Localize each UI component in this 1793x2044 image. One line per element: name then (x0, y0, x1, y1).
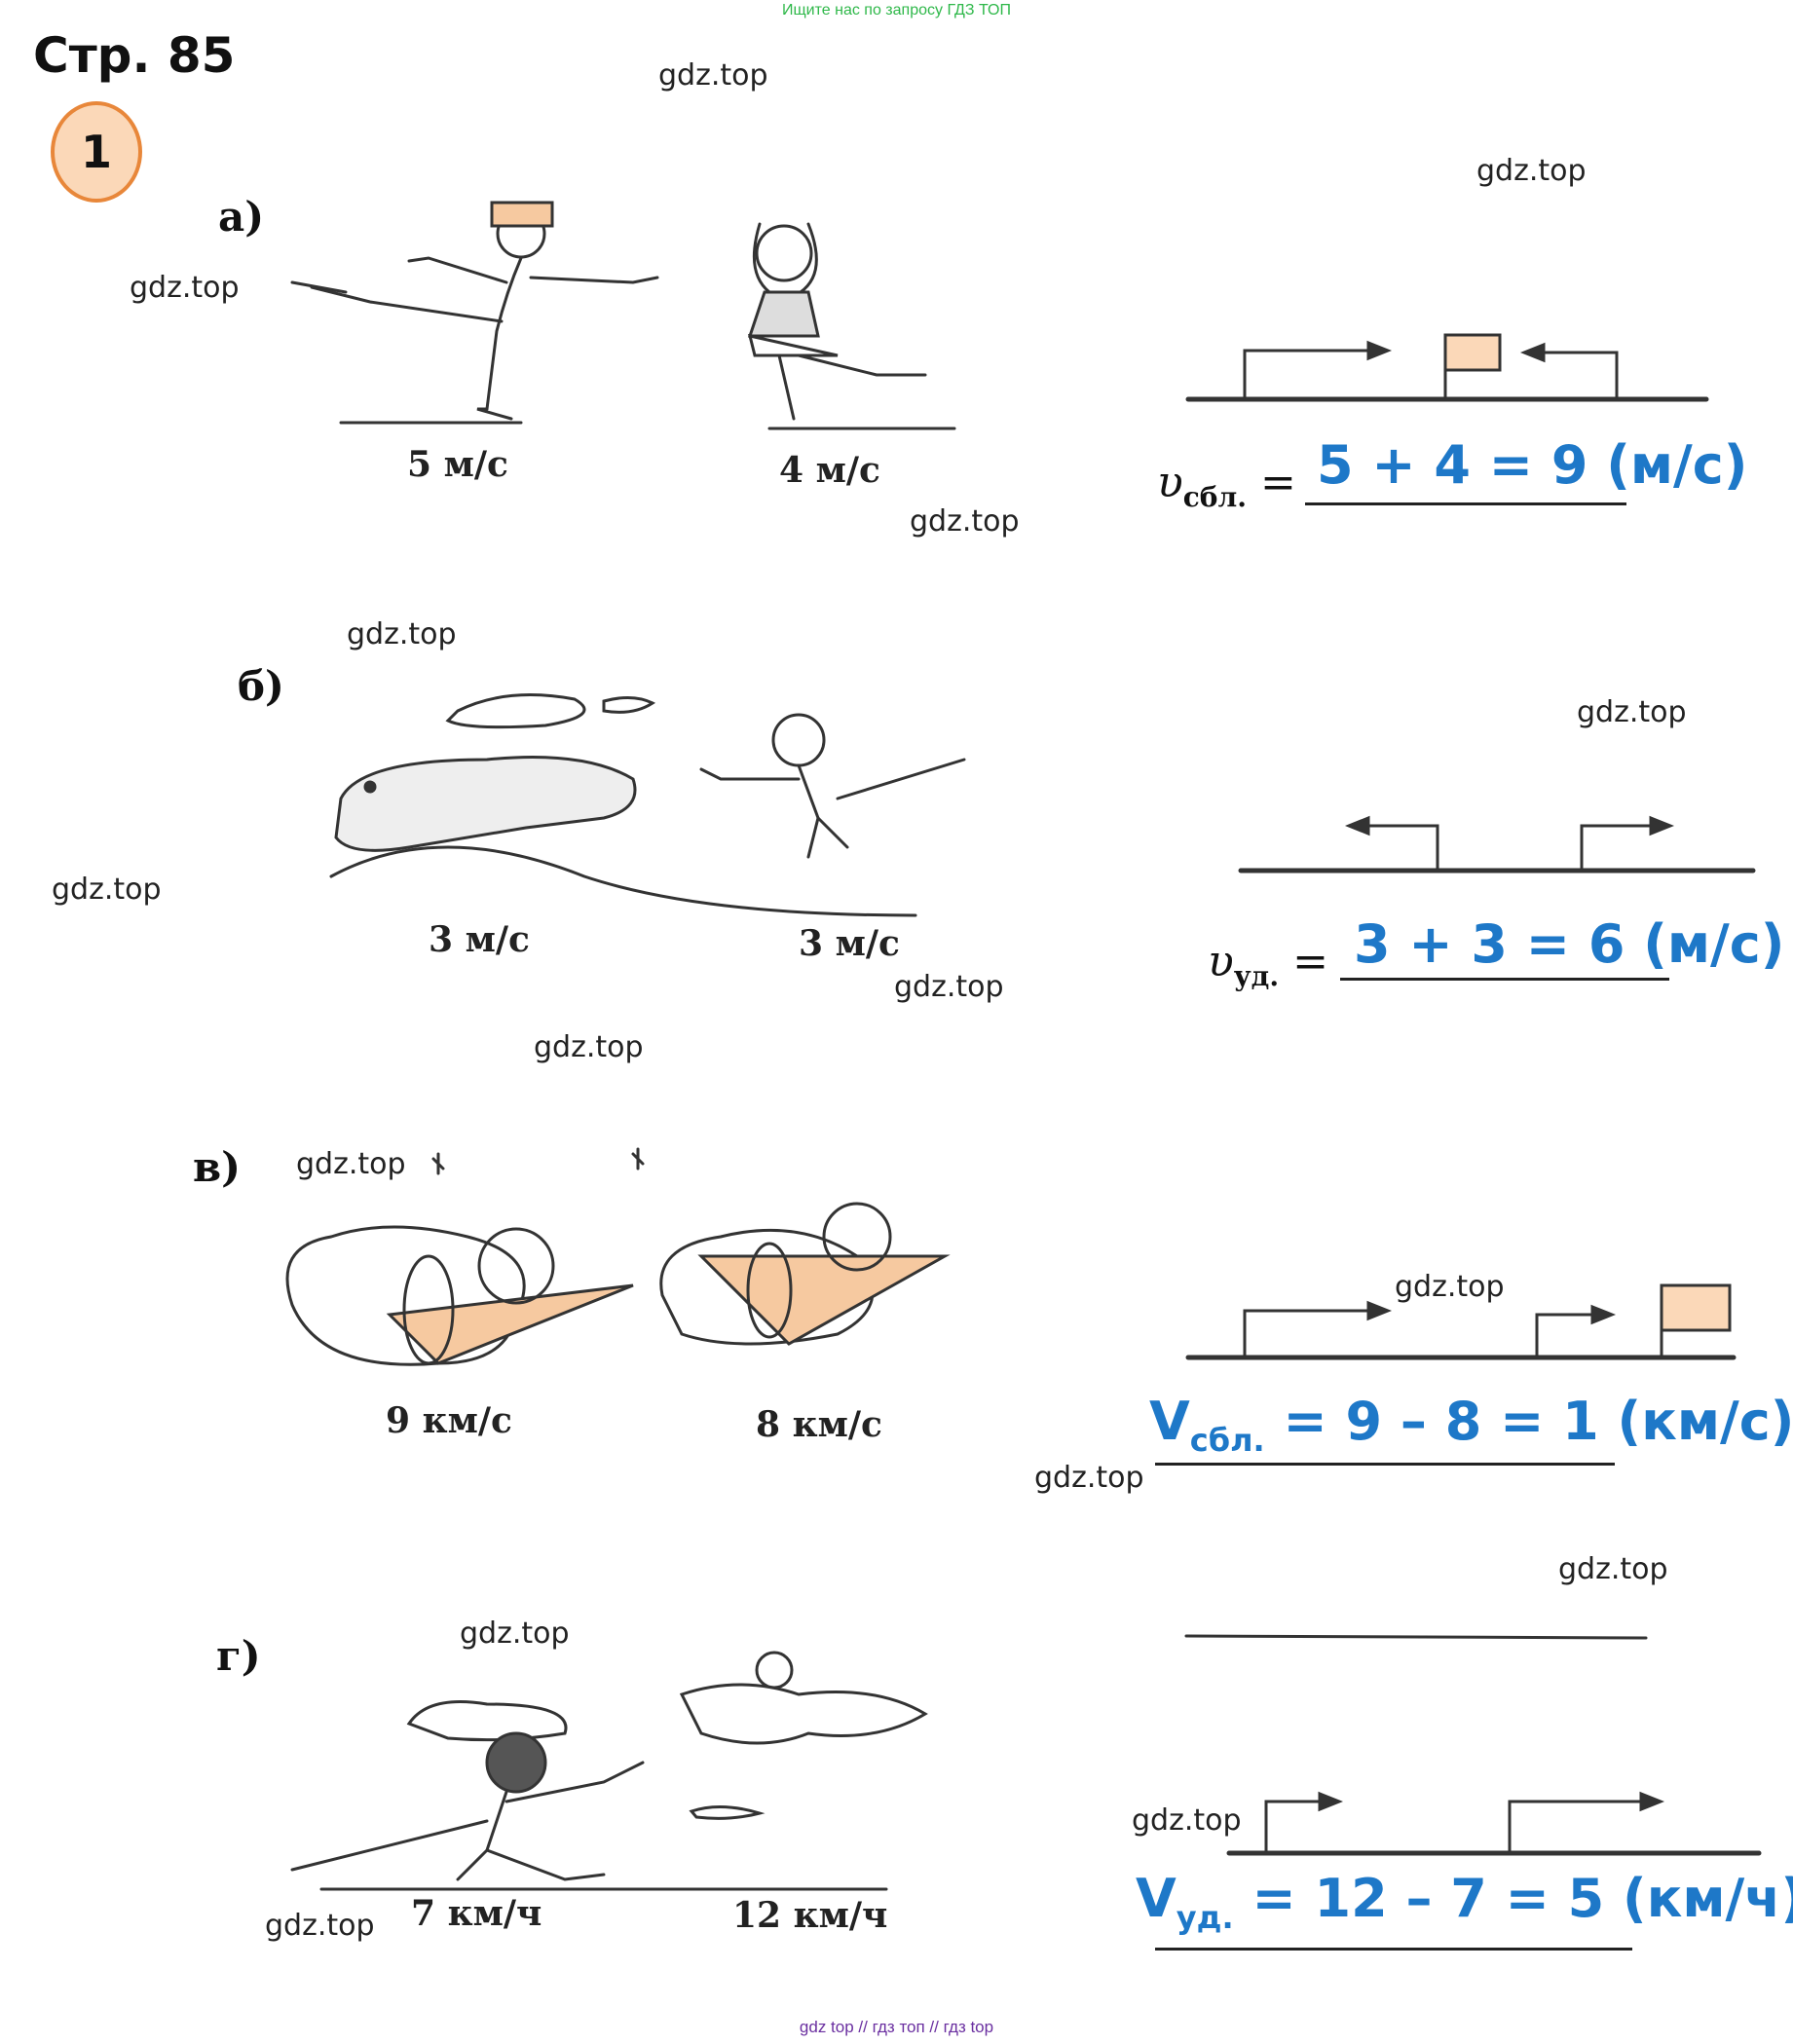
part-v-answer: = 9 – 8 = 1 (км/с) (1283, 1391, 1793, 1452)
part-v-speed-right: 8 км/с (756, 1404, 882, 1445)
watermark: gdz.top (1034, 1461, 1144, 1495)
watermark: gdz.top (1577, 695, 1687, 729)
velocity-subscript: уд. (1233, 959, 1280, 992)
hunter-illustration (445, 693, 966, 859)
watermark: gdz.top (347, 617, 457, 651)
watermark: gdz.top (1476, 154, 1587, 188)
watermark: gdz.top (130, 271, 240, 305)
footer-links[interactable]: gdz top // гдз топ // гдз top (799, 2018, 994, 2036)
bear-illustration (329, 756, 917, 917)
rocket-cat-illustration (431, 1147, 951, 1346)
watermark: gdz.top (265, 1909, 375, 1943)
equals-sign: = (1259, 458, 1296, 507)
part-v-speed-left: 9 км/с (386, 1400, 512, 1441)
part-a-velocity-label: υсбл. = (1157, 458, 1296, 513)
part-a-letter: а) (218, 193, 265, 241)
part-g-answer-block: Vуд. = 12 – 7 = 5 (км/ч) (1136, 1868, 1793, 1936)
part-v-answer-line (1155, 1463, 1615, 1466)
watermark: gdz.top (910, 504, 1020, 539)
watermark: gdz.top (1558, 1552, 1668, 1586)
skater-girl-illustration (747, 222, 956, 430)
watermark: gdz.top (1395, 1270, 1505, 1304)
watermark: gdz.top (1132, 1803, 1242, 1838)
part-b-answer: 3 + 3 = 6 (м/с) (1354, 913, 1785, 975)
part-a-speed-left: 5 м/с (407, 444, 508, 485)
answer-symbol: V (1136, 1868, 1177, 1929)
part-v-answer-block: Vсбл. = 9 – 8 = 1 (км/с) (1149, 1391, 1793, 1459)
part-b-answer-line (1340, 978, 1669, 981)
part-b-speed-left: 3 м/с (429, 919, 530, 960)
watermark: gdz.top (296, 1147, 406, 1181)
bird-rider-illustration (679, 1651, 928, 1820)
watermark: gdz.top (894, 970, 1004, 1004)
part-g-speed-left: 7 км/ч (411, 1893, 542, 1934)
watermark: gdz.top (52, 873, 162, 907)
part-b-speed-right: 3 м/с (799, 923, 900, 964)
velocity-symbol: υ (1208, 937, 1234, 986)
part-b-velocity-label: υуд. = (1208, 937, 1328, 992)
runner-with-net-illustration (290, 1700, 888, 1891)
diagram-v (1185, 1283, 1737, 1360)
part-g-answer-line (1155, 1948, 1632, 1951)
answer-subscript: уд. (1176, 1898, 1234, 1936)
watermark: gdz.top (534, 1030, 644, 1064)
task-number-badge: 1 (51, 101, 142, 203)
part-g-answer: = 12 – 7 = 5 (км/ч) (1251, 1868, 1793, 1929)
part-a-answer: 5 + 4 = 9 (м/с) (1317, 434, 1748, 496)
page-title: Стр. 85 (33, 27, 236, 84)
velocity-symbol: υ (1157, 458, 1183, 507)
task-number: 1 (80, 126, 112, 178)
diagram-b (1238, 815, 1756, 873)
part-b-letter: б) (238, 662, 284, 710)
answer-symbol: V (1149, 1391, 1190, 1452)
part-v-letter: в) (193, 1143, 242, 1191)
part-g-speed-right: 12 км/ч (732, 1895, 888, 1936)
part-a-speed-right: 4 м/с (779, 450, 880, 491)
equals-sign: = (1292, 937, 1328, 986)
part-a-answer-line (1305, 502, 1626, 505)
velocity-subscript: сбл. (1182, 480, 1247, 513)
watermark: gdz.top (658, 58, 768, 93)
top-banner[interactable]: Ищите нас по запросу ГДЗ ТОП (782, 2, 1011, 19)
answer-subscript: сбл. (1189, 1421, 1265, 1459)
diagram-a (1185, 333, 1709, 402)
skater-boy-illustration (290, 201, 659, 425)
diagram-g (1184, 1634, 1762, 1856)
watermark: gdz.top (460, 1617, 570, 1651)
rocket-mouse-illustration (285, 1225, 634, 1366)
part-g-letter: г) (216, 1632, 261, 1680)
